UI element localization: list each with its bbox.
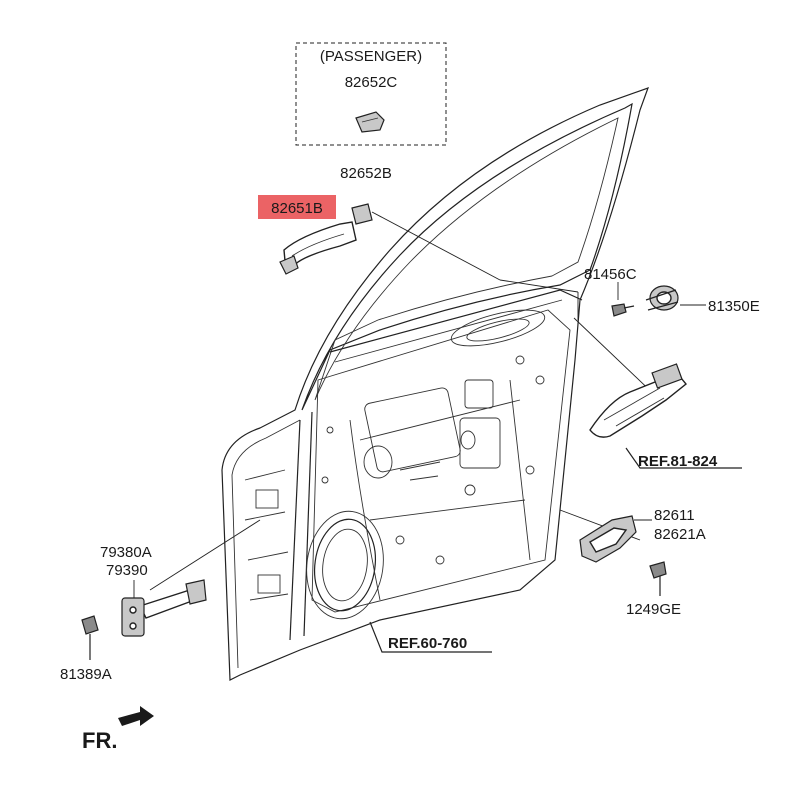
- inside-handle-part: [579, 515, 637, 563]
- lock-cylinder-part: [645, 285, 679, 311]
- label-82652C: 82652C: [345, 74, 398, 91]
- front-arrow-icon: [118, 706, 154, 726]
- lock-cylinder-assembly: 81456C 81350E: [584, 266, 760, 317]
- label-ref-81-824: REF.81-824: [638, 453, 718, 470]
- label-81456C: 81456C: [584, 266, 637, 283]
- inside-handle-assembly: 82611 82621A 1249GE: [579, 507, 706, 618]
- latch-rod-assembly: REF.81-824: [589, 363, 742, 470]
- outside-handle-part: 82651B: [258, 195, 357, 275]
- label-passenger: (PASSENGER): [320, 48, 422, 65]
- label-82621A: 82621A: [654, 526, 706, 543]
- label-ref-60-760: REF.60-760: [388, 635, 467, 652]
- handle-cap-part: 82652B: [340, 165, 392, 225]
- handle-cap-passenger-part: [355, 111, 385, 133]
- label-82611: 82611: [654, 507, 695, 524]
- label-82652B: 82652B: [340, 165, 392, 182]
- label-fr: FR.: [82, 728, 117, 753]
- leader-lines: [149, 211, 661, 591]
- label-81350E: 81350E: [708, 298, 760, 315]
- door-checker-assembly: 79380A 79390 81389A: [60, 544, 207, 683]
- highlight-box: [258, 195, 336, 219]
- door-checker-part: [121, 579, 207, 637]
- label-81389A: 81389A: [60, 666, 112, 683]
- bolt-81389A-part: [81, 615, 99, 660]
- ref-60-760: REF.60-760: [369, 621, 492, 653]
- label-79380A: 79380A: [100, 544, 152, 561]
- passenger-box: (PASSENGER) 82652C: [295, 42, 447, 146]
- label-1249GE: 1249GE: [626, 601, 681, 618]
- screw-1249GE-part: [649, 561, 667, 596]
- screw-81456C-part: [611, 303, 635, 317]
- front-direction-indicator: FR.: [82, 706, 154, 753]
- label-82651B: 82651B: [271, 200, 323, 217]
- label-79390: 79390: [106, 562, 148, 579]
- door-panel: [221, 87, 649, 681]
